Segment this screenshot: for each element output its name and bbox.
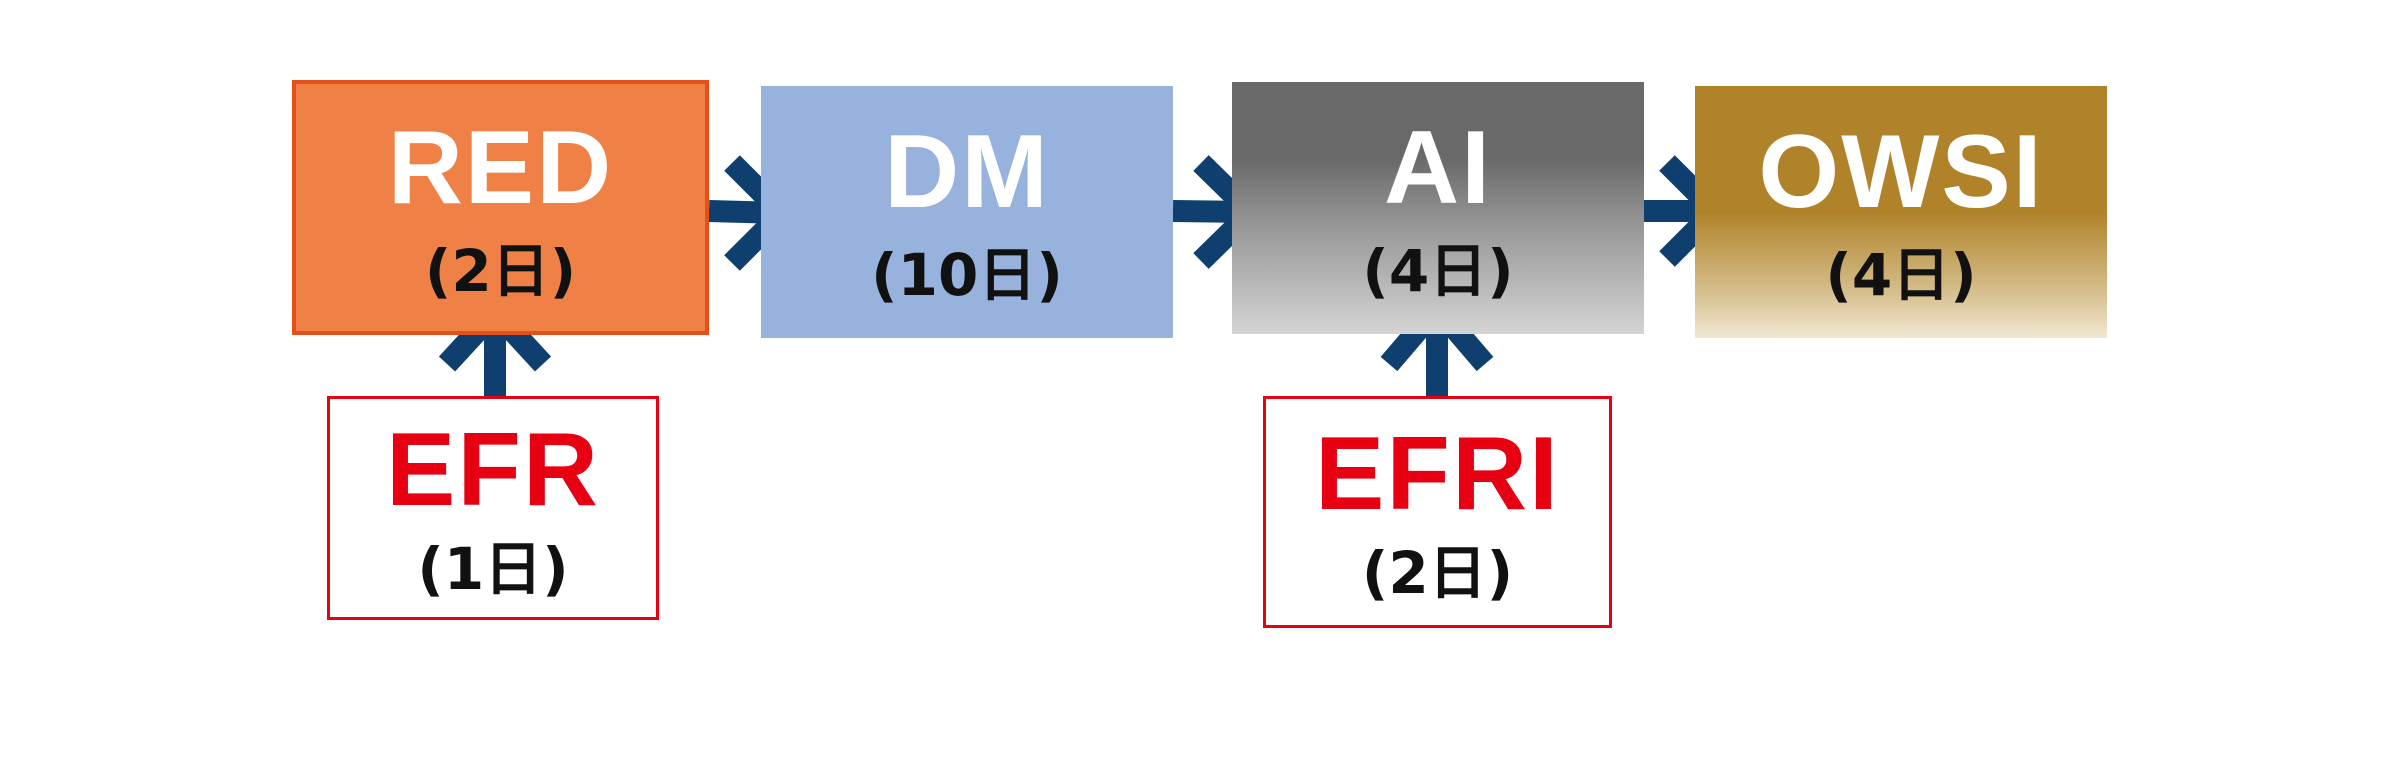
side-step-efr-title: EFR xyxy=(386,412,600,528)
side-step-efri-title: EFRI xyxy=(1315,416,1560,532)
step-dm-box: DM (10日) xyxy=(761,86,1173,338)
step-dm-duration: (10日) xyxy=(871,241,1063,309)
step-red-title: RED xyxy=(387,109,614,226)
step-dm-title: DM xyxy=(884,114,1050,230)
side-step-efr-box: EFR (1日) xyxy=(327,396,659,620)
step-red-duration: (2日) xyxy=(424,236,577,305)
side-step-efri-box: EFRI (2日) xyxy=(1263,396,1612,628)
step-ai-box: AI (4日) xyxy=(1232,82,1644,334)
side-step-efr-duration: (1日) xyxy=(417,535,569,603)
step-ai-title: AI xyxy=(1384,110,1492,226)
step-ai-duration: (4日) xyxy=(1362,237,1514,305)
side-step-efri-duration: (2日) xyxy=(1361,539,1514,607)
step-owsi-box: OWSI (4日) xyxy=(1695,86,2107,338)
step-owsi-duration: (4日) xyxy=(1825,241,1977,309)
step-owsi-title: OWSI xyxy=(1758,114,2044,230)
step-red-box: RED (2日) xyxy=(292,80,709,335)
